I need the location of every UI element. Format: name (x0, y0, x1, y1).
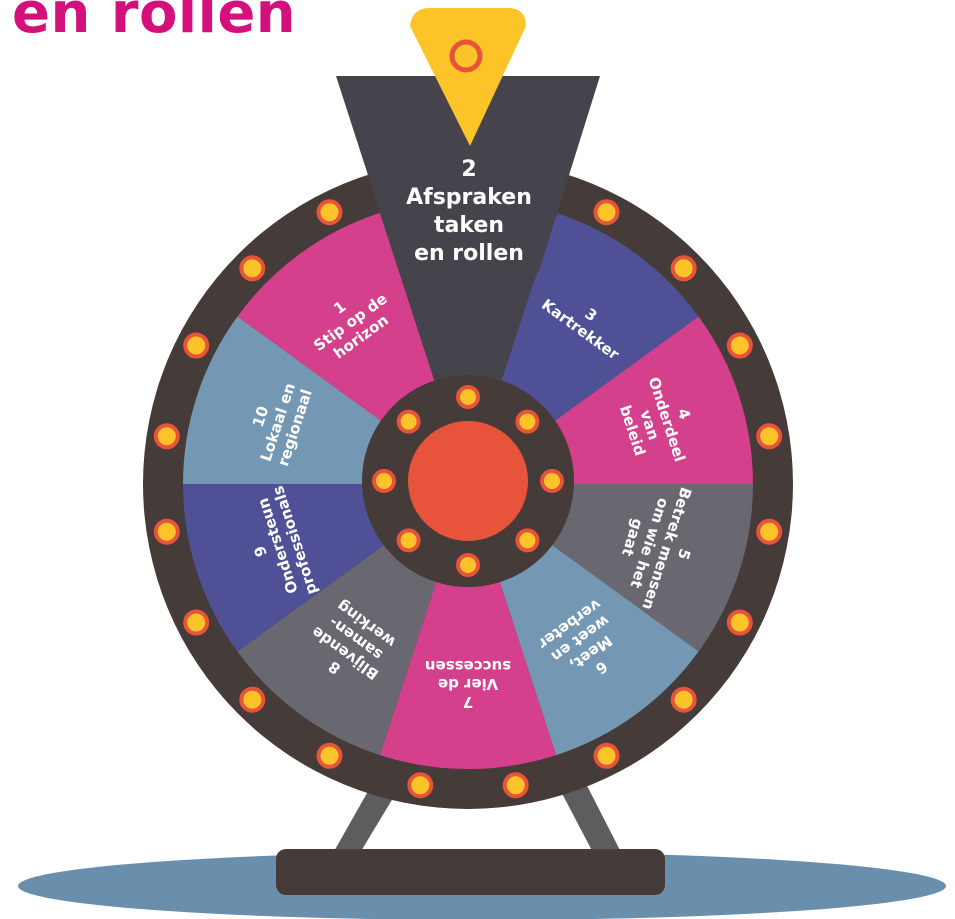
rim-bulb (183, 332, 210, 359)
stand-base (276, 849, 665, 895)
rim-bulb (756, 423, 783, 450)
stand-leg (555, 770, 626, 866)
rim-bulb (726, 332, 753, 359)
rim-bulb (183, 609, 210, 636)
hub-center (408, 421, 528, 541)
hub-bulb (515, 528, 540, 553)
segment-label-line: Vier de (438, 675, 498, 693)
segment-label-7: 7Vier desuccessen (425, 657, 511, 711)
rim-bulb (316, 742, 343, 769)
rim-bulb (593, 199, 620, 226)
segment-label-line: 10 (249, 404, 273, 429)
rim-bulb (239, 255, 266, 282)
rim-bulb (153, 423, 180, 450)
rim-bulb (239, 686, 266, 713)
wheel-segment-7[interactable] (379, 484, 557, 770)
rim-bulb (153, 518, 180, 545)
segment-label-line: 2 (461, 157, 476, 182)
rim-bulb (407, 772, 434, 799)
page-title: en rollen (12, 0, 297, 46)
pointer-bulb (449, 39, 483, 73)
segment-label-line: successen (425, 657, 511, 675)
hub-bulb (396, 528, 421, 553)
rim-bulb (756, 518, 783, 545)
pointer[interactable] (410, 8, 526, 146)
rim-bulb (593, 742, 620, 769)
hub-bulb (456, 385, 480, 409)
segment-label-line: en rollen (414, 241, 524, 266)
rim-bulb (670, 686, 697, 713)
segment-label-line: taken (434, 213, 504, 238)
rim-bulb (502, 772, 529, 799)
segment-label-line: Afspraken (406, 185, 532, 210)
segment-label-line: 7 (463, 693, 473, 711)
hub-bulb (372, 469, 396, 493)
rim-bulb (726, 609, 753, 636)
hub-bulb (515, 409, 540, 434)
hub-bulb (456, 553, 480, 577)
pointer-panel (336, 76, 600, 290)
rim-bulb (670, 255, 697, 282)
hub-bulb (396, 409, 421, 434)
rim-bulb (316, 199, 343, 226)
hub-lights (372, 385, 564, 577)
hub-bulb (540, 469, 564, 493)
